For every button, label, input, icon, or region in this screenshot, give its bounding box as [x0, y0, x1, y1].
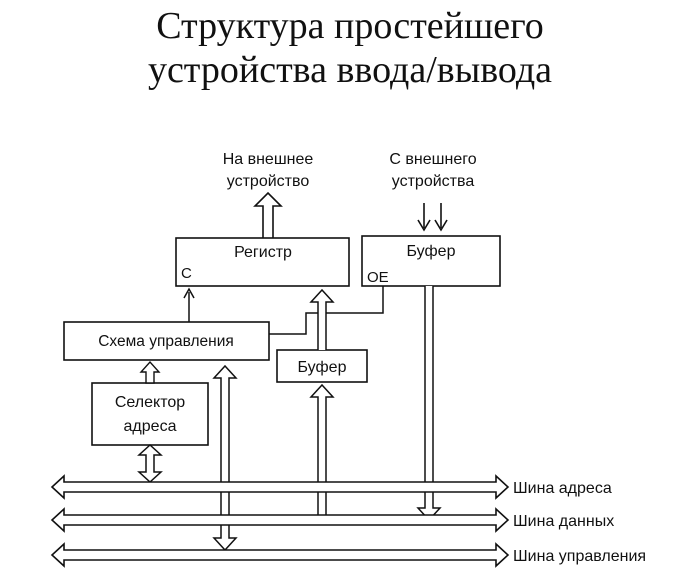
control-bus-connection-arrow: [212, 364, 238, 552]
label-to-external-line1: На внешнее: [223, 151, 314, 168]
data-bus: [50, 507, 510, 533]
buffer-top-label: Буфер: [407, 243, 456, 260]
register-output-arrow: [253, 191, 283, 238]
title-line-2: устройства ввода/вывода: [147, 49, 553, 91]
data-bus-label: Шина данных: [513, 513, 614, 530]
selector-to-control-arrow: [139, 360, 161, 384]
control-bus: [50, 542, 510, 568]
selector-to-address-bus-arrow: [137, 443, 163, 484]
label-from-external-line2: устройства: [392, 173, 475, 190]
selector-label-line2: адреса: [124, 418, 177, 435]
label-from-external-line1: С внешнего: [389, 151, 476, 168]
address-bus: [50, 474, 510, 500]
label-to-external-line2: устройство: [227, 173, 310, 190]
address-bus-label: Шина адреса: [513, 480, 612, 497]
control-circuit-block: Схема управления: [63, 321, 270, 361]
control-to-register-arrow: [183, 287, 195, 322]
register-block: Регистр C: [175, 237, 350, 287]
title-line-1: Структура простейшего: [156, 5, 544, 47]
register-pin-c: C: [181, 265, 192, 282]
address-selector-block: Селектор адреса: [91, 382, 209, 446]
buffer-mid-block: Буфер: [276, 349, 368, 383]
control-bus-label: Шина управления: [513, 548, 646, 565]
selector-label-line1: Селектор: [115, 394, 185, 411]
data-bus-to-buffer-mid-arrow: [309, 383, 335, 515]
buffer-top-pin-oe: OE: [367, 269, 389, 286]
control-to-buffer-oe-line: [269, 286, 384, 335]
buffer-mid-label: Буфер: [298, 359, 347, 376]
external-input-arrows: [417, 203, 448, 232]
control-circuit-label: Схема управления: [98, 333, 234, 350]
page-title: Структура простейшего устройства ввода/в…: [0, 4, 700, 92]
buffer-mid-to-register-arrow: [309, 288, 335, 350]
buffer-top-block: Буфер OE: [361, 235, 501, 287]
register-label: Регистр: [234, 244, 292, 261]
